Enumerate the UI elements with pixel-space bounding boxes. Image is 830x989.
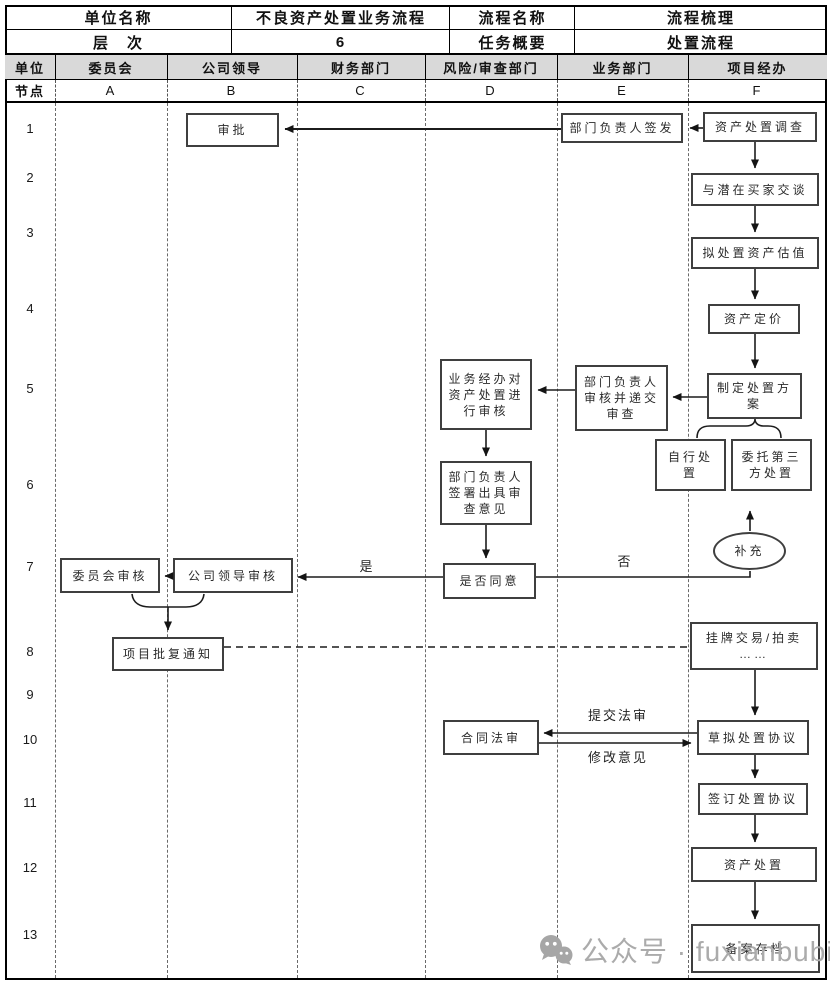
header-divider [55, 55, 56, 80]
node-approve: 审批 [186, 113, 279, 147]
lane-unit-label: 单位 [14, 61, 45, 76]
node-contract-legal-review: 合同法审 [443, 720, 539, 755]
header-divider [167, 55, 168, 80]
lane-header-risk-review-dept: 风险/审查部门 [443, 61, 539, 76]
node-talk-with-potential-buyers: 与潜在买家交谈 [691, 173, 819, 206]
header-level-label: 层 次 [92, 34, 144, 52]
header-divider [5, 79, 827, 80]
edge-label-submit-legal: 提交法审 [587, 708, 648, 723]
row-number: 8 [26, 644, 34, 659]
node-dept-head-review-submit: 部门负责人 审核并递交 审查 [575, 365, 668, 431]
row-number: 13 [22, 927, 38, 942]
watermark-text: 公众号 · fuxianbubin [581, 936, 830, 967]
header-task-summary-value: 处置流程 [666, 34, 735, 52]
edge-label-revise: 修改意见 [587, 750, 648, 765]
lane-divider [167, 103, 168, 978]
watermark: 公众号 · fuxianbubin [538, 930, 830, 970]
lane-header-committee: 委员会 [88, 61, 134, 76]
row-number: 2 [26, 170, 34, 185]
header-divider [557, 80, 558, 101]
header-divider [688, 55, 689, 80]
wechat-icon [540, 935, 573, 965]
lane-node-label: 节点 [14, 84, 45, 99]
node-self-disposal: 自行处 置 [655, 439, 726, 491]
node-asset-disposal: 资产处置 [691, 847, 817, 882]
row-number: 5 [26, 381, 34, 396]
lane-divider [55, 103, 56, 978]
lane-divider [425, 103, 426, 978]
header-process-name-value: 流程梳理 [666, 10, 735, 27]
header-divider [297, 80, 298, 101]
header-divider [5, 53, 827, 55]
lane-divider [557, 103, 558, 978]
node-project-approval-notice: 项目批复通知 [112, 637, 224, 671]
lane-code-f: F [752, 83, 763, 98]
edge-label-yes: 是 [359, 559, 375, 574]
node-listing-auction: 挂牌交易/拍卖 …… [690, 622, 818, 670]
node-asset-disposal-investigation: 资产处置调查 [703, 112, 817, 142]
header-divider [167, 80, 168, 101]
header-divider [688, 80, 689, 101]
node-make-disposal-plan: 制定处置方 案 [707, 373, 802, 419]
node-agree-decision: 是否同意 [443, 563, 536, 599]
row-number: 12 [22, 860, 38, 875]
row-number: 1 [26, 121, 34, 136]
header-divider [425, 80, 426, 101]
lane-header-project-handler: 项目经办 [727, 61, 788, 76]
lane-code-c: C [355, 83, 367, 98]
header-process-name-label: 流程名称 [478, 10, 547, 27]
lane-code-d: D [485, 83, 497, 98]
lane-code-a: A [105, 83, 117, 98]
row-number: 7 [26, 559, 34, 574]
node-sign-review-opinion: 部门负责人 签署出具审 查意见 [440, 461, 532, 525]
node-third-party-disposal: 委托第三 方处置 [731, 439, 812, 491]
header-divider [5, 101, 827, 103]
lane-header-company-leaders: 公司领导 [201, 61, 262, 76]
node-leader-review: 公司领导审核 [173, 558, 293, 593]
header-task-summary-label: 任务概要 [478, 34, 547, 52]
lane-divider [297, 103, 298, 978]
lane-code-b: B [226, 83, 238, 98]
lane-divider [688, 103, 689, 978]
unit-row-background [5, 55, 827, 80]
header-divider [574, 5, 575, 54]
header-divider [297, 55, 298, 80]
node-handler-review: 业务经办对 资产处置进 行审核 [440, 359, 532, 430]
lane-header-finance-dept: 财务部门 [330, 61, 391, 76]
node-dept-head-sign-issue: 部门负责人签发 [561, 113, 683, 143]
edge-label-no: 否 [617, 554, 633, 569]
node-supplement: 补充 [713, 532, 786, 570]
node-asset-valuation: 拟处置资产估值 [691, 237, 819, 269]
row-number: 6 [26, 477, 34, 492]
header-divider [557, 55, 558, 80]
header-divider [231, 5, 232, 54]
row-number: 9 [26, 687, 34, 702]
header-unit-name-label: 单位名称 [84, 10, 153, 27]
header-divider [5, 29, 827, 30]
node-sign-disposal-agreement: 签订处置协议 [698, 783, 808, 815]
row-number: 11 [23, 795, 37, 810]
lane-code-e: E [617, 83, 628, 98]
header-unit-name-value: 不良资产处置业务流程 [255, 10, 426, 27]
lane-header-business-dept: 业务部门 [592, 61, 653, 76]
header-divider [425, 55, 426, 80]
node-committee-review: 委员会审核 [60, 558, 160, 593]
row-number: 3 [26, 225, 34, 240]
row-number: 4 [26, 301, 34, 316]
row-number: 10 [22, 732, 38, 747]
header-divider [55, 80, 56, 101]
outer-frame [5, 5, 827, 980]
node-asset-pricing: 资产定价 [708, 304, 800, 334]
header-divider [449, 5, 450, 54]
node-filing-archive: 备案存档 [691, 924, 820, 973]
header-level-value: 6 [335, 33, 347, 51]
node-draft-disposal-agreement: 草拟处置协议 [697, 720, 809, 755]
